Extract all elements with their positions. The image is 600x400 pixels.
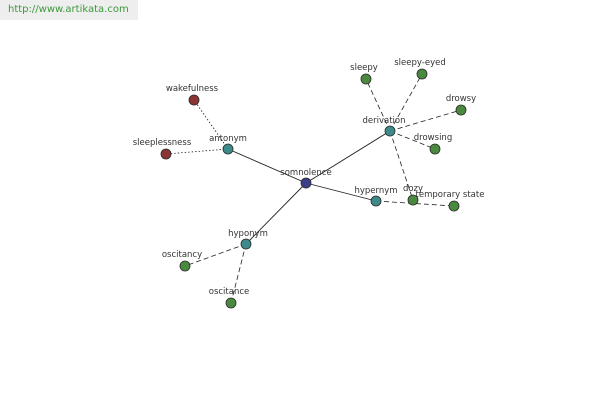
- node-dot-drowsy[interactable]: [455, 104, 467, 116]
- node-label-somnolence[interactable]: somnolence: [280, 168, 331, 178]
- edge-derivation-drowsy: [389, 109, 462, 132]
- node-label-derivation[interactable]: derivation: [362, 116, 405, 126]
- node-label-sleeplessness[interactable]: sleeplessness: [133, 138, 192, 148]
- node-dot-sleepy-eyed[interactable]: [416, 68, 428, 80]
- edge-antonym-sleeplessness: [165, 148, 229, 155]
- node-label-drowsy[interactable]: drowsy: [446, 94, 476, 104]
- node-dozy[interactable]: dozy: [403, 184, 423, 206]
- edge-derivation-sleepy: [365, 78, 391, 132]
- node-dot-wakefulness[interactable]: [188, 94, 200, 106]
- edge-somnolence-hyponym: [245, 182, 307, 245]
- node-sleepy-eyed[interactable]: sleepy-eyed: [394, 58, 446, 80]
- node-label-dozy[interactable]: dozy: [403, 184, 423, 194]
- node-dot-somnolence[interactable]: [300, 177, 312, 189]
- node-hyponym[interactable]: hyponym: [228, 229, 268, 250]
- node-drowsing[interactable]: drowsing: [414, 133, 452, 155]
- edge-antonym-wakefulness: [193, 99, 229, 150]
- node-label-temporary-state[interactable]: temporary state: [416, 190, 485, 200]
- node-label-drowsing[interactable]: drowsing: [414, 133, 452, 143]
- node-dot-sleeplessness[interactable]: [160, 148, 172, 160]
- edge-hyponym-oscitancy: [184, 243, 247, 267]
- node-sleepy[interactable]: sleepy: [350, 63, 378, 85]
- node-dot-hyponym[interactable]: [240, 238, 252, 250]
- edge-somnolence-antonym: [227, 148, 307, 184]
- node-label-oscitancy[interactable]: oscitancy: [162, 250, 202, 260]
- node-label-hyponym[interactable]: hyponym: [228, 229, 268, 239]
- node-antonym[interactable]: antonym: [209, 134, 247, 155]
- node-oscitance[interactable]: oscitance: [209, 287, 250, 309]
- node-sleeplessness[interactable]: sleeplessness: [133, 138, 192, 160]
- node-dot-dozy[interactable]: [407, 194, 419, 206]
- edge-derivation-drowsing: [389, 130, 436, 150]
- node-drowsy[interactable]: drowsy: [446, 94, 476, 116]
- node-dot-sleepy[interactable]: [360, 73, 372, 85]
- node-hypernym[interactable]: hypernym: [354, 186, 398, 207]
- node-dot-derivation[interactable]: [384, 125, 396, 137]
- node-label-sleepy[interactable]: sleepy: [350, 63, 378, 73]
- node-label-sleepy-eyed[interactable]: sleepy-eyed: [394, 58, 445, 68]
- node-label-antonym[interactable]: antonym: [209, 134, 247, 144]
- edge-hypernym-temporary-state: [375, 200, 455, 207]
- node-label-hypernym[interactable]: hypernym: [354, 186, 397, 196]
- node-temporary-state[interactable]: temporary state: [416, 190, 485, 212]
- watermark-url[interactable]: http://www.artikata.com: [0, 0, 138, 20]
- edge-derivation-dozy: [389, 130, 414, 201]
- node-dot-antonym[interactable]: [222, 143, 234, 155]
- node-dot-oscitancy[interactable]: [179, 260, 191, 272]
- node-wakefulness[interactable]: wakefulness: [166, 84, 219, 106]
- node-dot-oscitance[interactable]: [225, 297, 237, 309]
- edge-hyponym-oscitance: [230, 243, 247, 304]
- node-dot-drowsing[interactable]: [429, 143, 441, 155]
- node-dot-temporary-state[interactable]: [448, 200, 460, 212]
- node-oscitancy[interactable]: oscitancy: [162, 250, 202, 272]
- node-derivation[interactable]: derivation: [362, 116, 406, 137]
- edge-somnolence-hypernym: [305, 182, 377, 202]
- node-label-oscitance[interactable]: oscitance: [209, 287, 250, 297]
- edge-somnolence-derivation: [305, 130, 391, 184]
- edge-derivation-sleepy-eyed: [389, 73, 423, 132]
- node-somnolence[interactable]: somnolence: [280, 168, 332, 189]
- node-label-wakefulness[interactable]: wakefulness: [166, 84, 219, 94]
- edges-layer: [165, 73, 462, 304]
- node-dot-hypernym[interactable]: [370, 195, 382, 207]
- nodes-layer: somnolence antonym derivation hypernym hypon…: [133, 58, 485, 309]
